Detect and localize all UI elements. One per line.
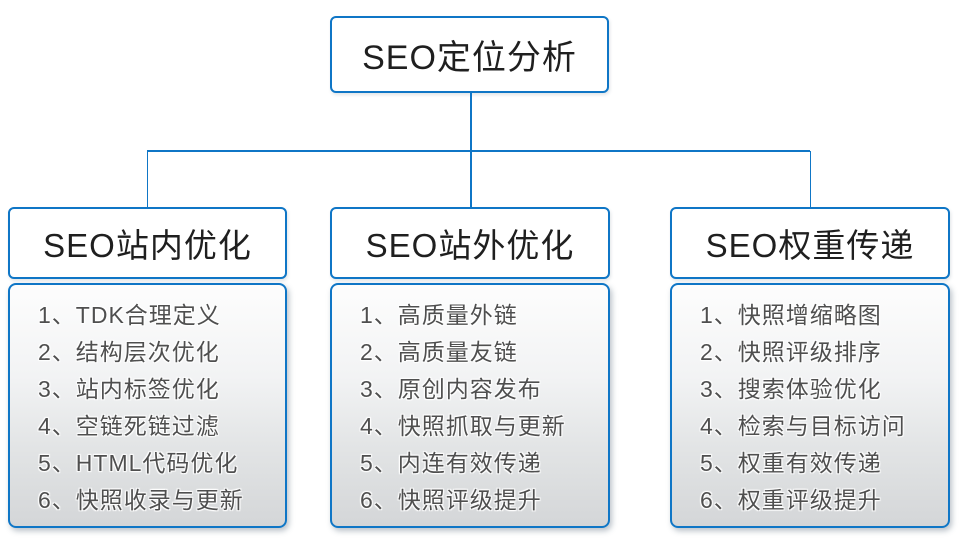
list-item: 4、空链死链过滤 bbox=[38, 413, 220, 439]
node-onsite-seo: SEO站内优化 bbox=[8, 207, 287, 279]
node-weight-transfer: SEO权重传递 bbox=[670, 207, 950, 279]
list-item: 4、检索与目标访问 bbox=[700, 413, 906, 439]
root-node: SEO定位分析 bbox=[330, 16, 609, 93]
list-item: 2、高质量友链 bbox=[360, 339, 518, 365]
list-item: 2、快照评级排序 bbox=[700, 339, 882, 365]
list-item: 3、搜索体验优化 bbox=[700, 376, 882, 402]
list-item: 5、HTML代码优化 bbox=[38, 450, 239, 476]
connector-branch-right bbox=[809, 151, 811, 207]
connector-branch-center bbox=[470, 151, 472, 207]
root-node-label: SEO定位分析 bbox=[362, 39, 577, 77]
node-offsite-seo: SEO站外优化 bbox=[330, 207, 610, 279]
node-weight-transfer-label: SEO权重传递 bbox=[705, 227, 915, 264]
list-item: 1、TDK合理定义 bbox=[38, 302, 221, 328]
list-item: 2、结构层次优化 bbox=[38, 339, 220, 365]
connector-branch-left bbox=[146, 151, 148, 207]
list-item: 3、原创内容发布 bbox=[360, 376, 542, 402]
list-item: 3、站内标签优化 bbox=[38, 376, 220, 402]
node-offsite-seo-label: SEO站外优化 bbox=[365, 227, 575, 264]
weight-transfer-list: 1、快照增缩略图 2、快照评级排序 3、搜索体验优化 4、检索与目标访问 5、权… bbox=[670, 283, 950, 528]
list-item: 1、高质量外链 bbox=[360, 302, 518, 328]
list-item: 6、快照收录与更新 bbox=[38, 487, 244, 513]
list-item: 5、权重有效传递 bbox=[700, 450, 882, 476]
node-onsite-seo-label: SEO站内优化 bbox=[43, 227, 252, 264]
connector-horizontal-rail bbox=[147, 150, 810, 152]
list-item: 6、权重评级提升 bbox=[700, 487, 882, 513]
list-item: 5、内连有效传递 bbox=[360, 450, 542, 476]
offsite-seo-list: 1、高质量外链 2、高质量友链 3、原创内容发布 4、快照抓取与更新 5、内连有… bbox=[330, 283, 610, 528]
list-item: 6、快照评级提升 bbox=[360, 487, 542, 513]
connector-root-stem bbox=[470, 93, 472, 151]
list-item: 1、快照增缩略图 bbox=[700, 302, 882, 328]
list-item: 4、快照抓取与更新 bbox=[360, 413, 566, 439]
onsite-seo-list: 1、TDK合理定义 2、结构层次优化 3、站内标签优化 4、空链死链过滤 5、H… bbox=[8, 283, 287, 528]
